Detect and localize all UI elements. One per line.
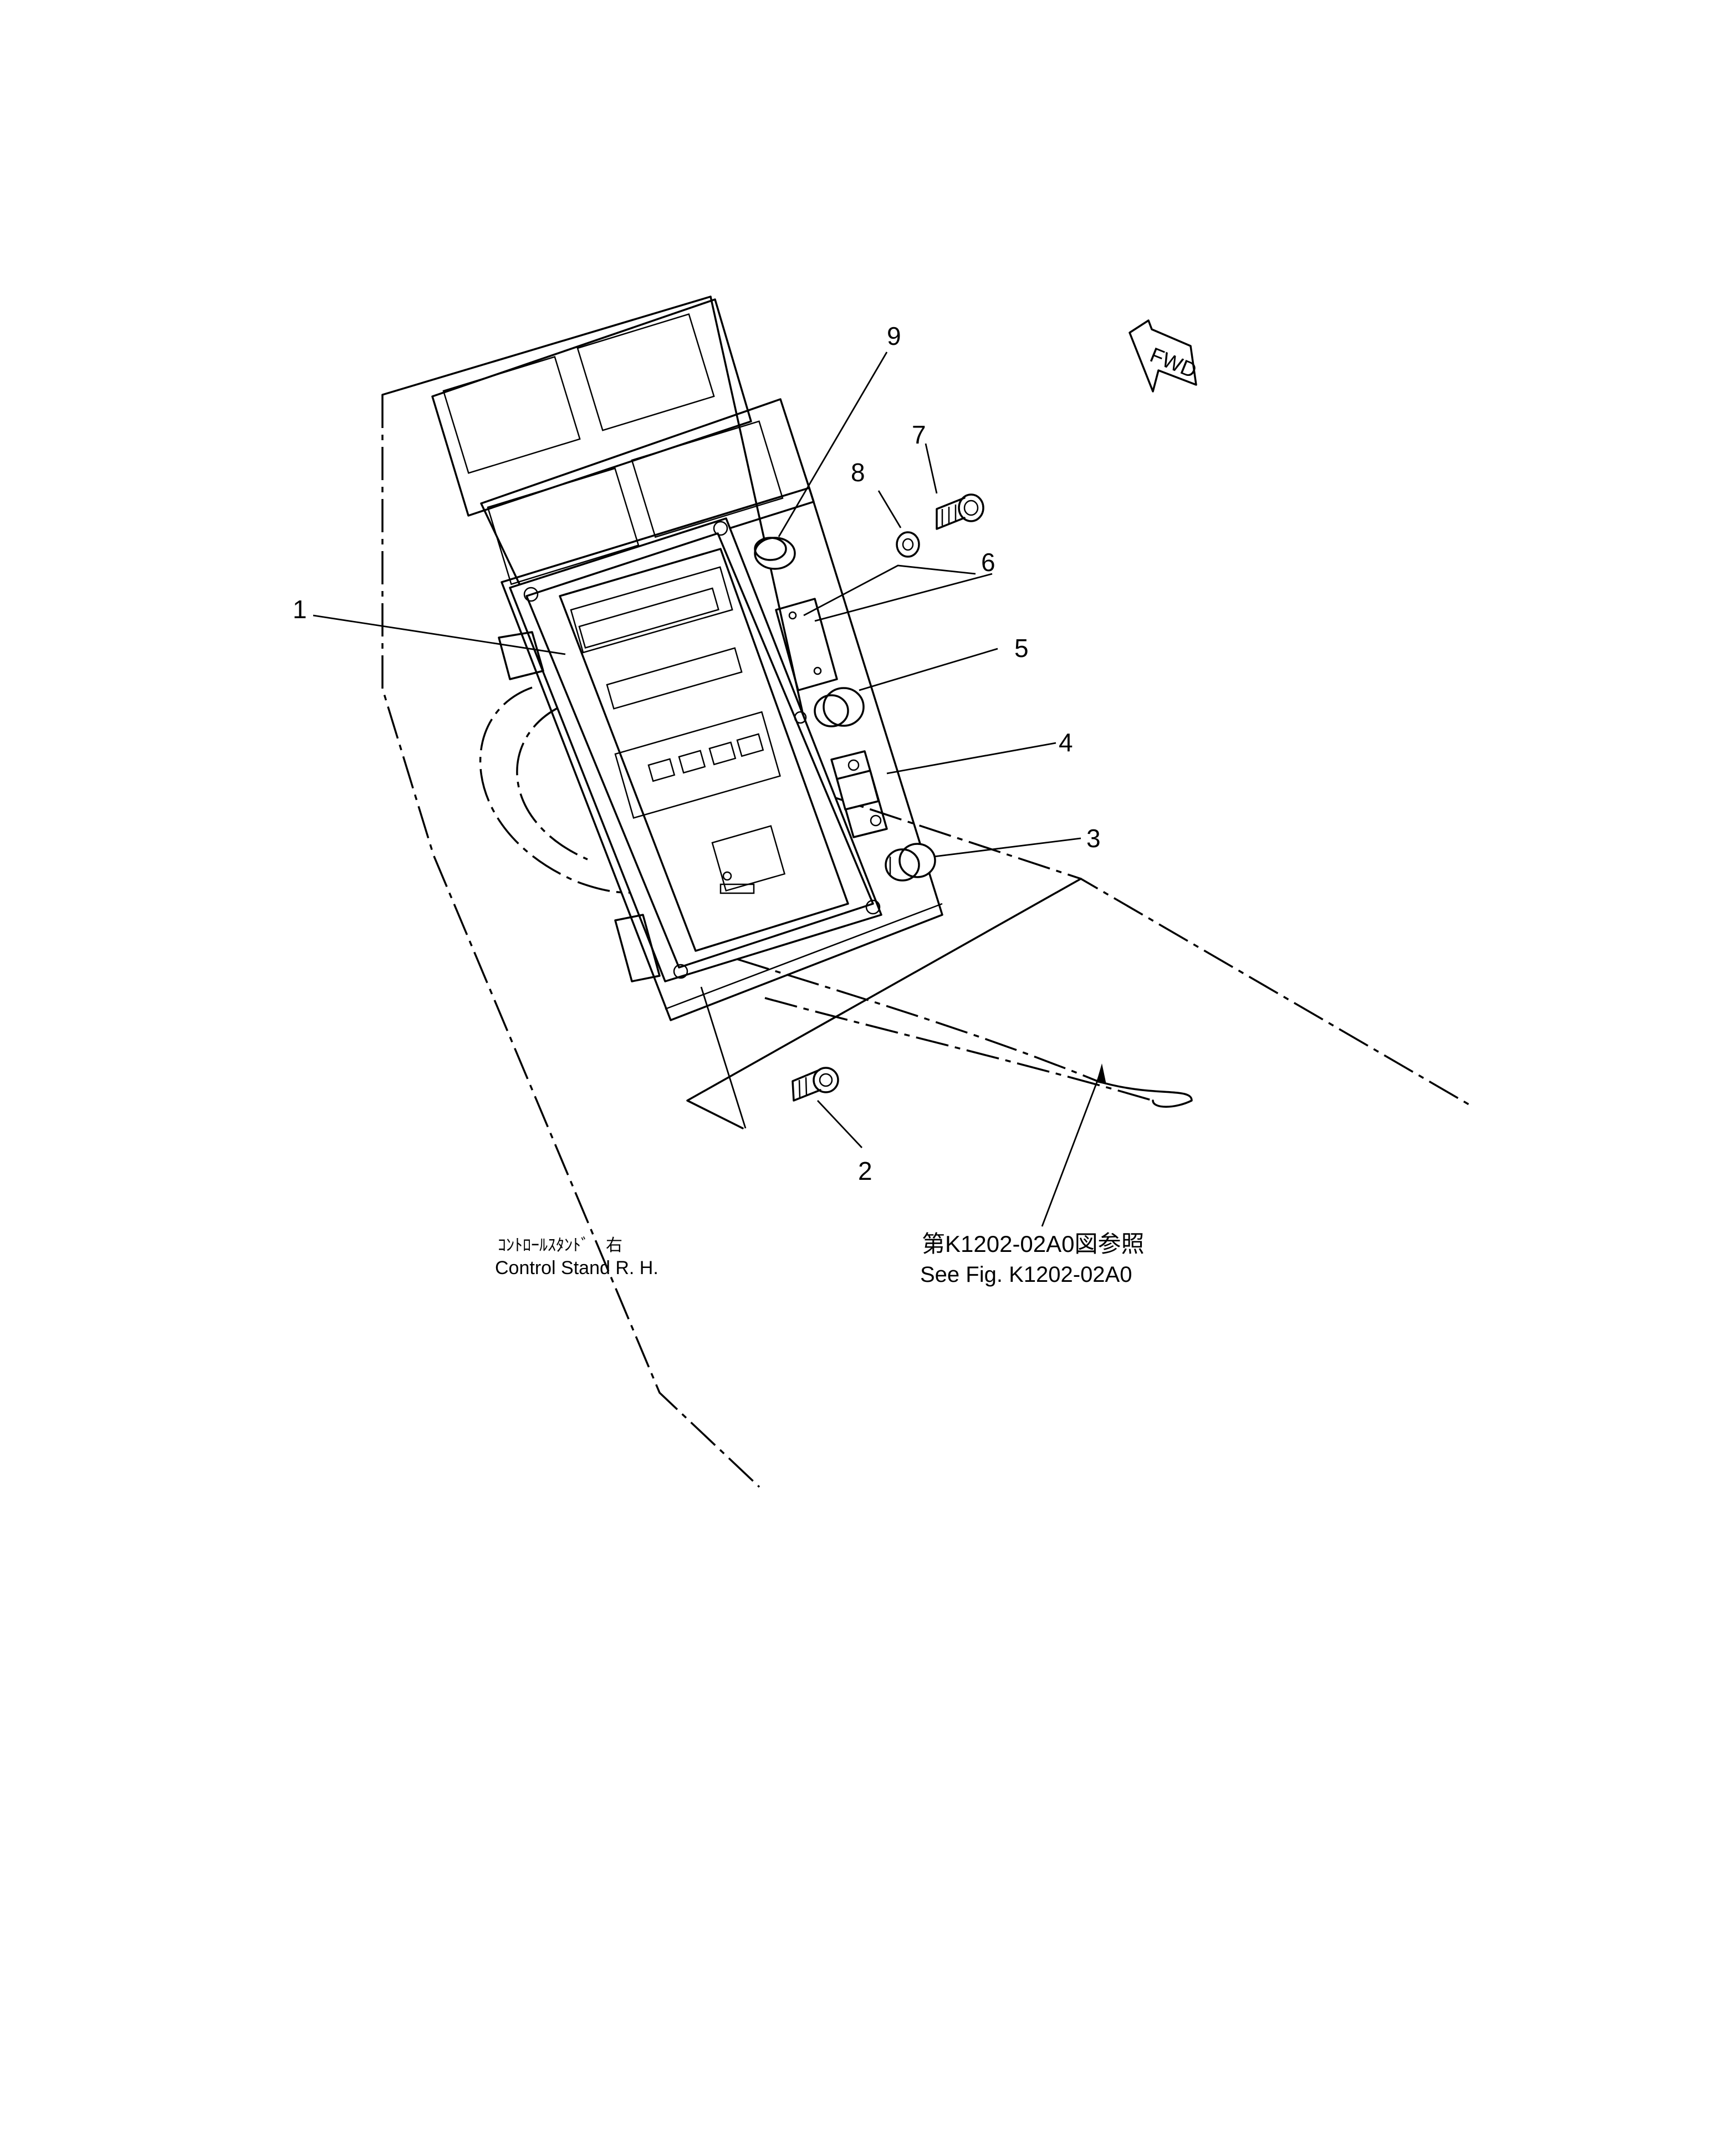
washer-item-8 <box>896 531 920 558</box>
push-button-item-9 <box>754 537 796 570</box>
switch-item-4 <box>830 750 888 838</box>
control-stand-label-en: Control Stand R. H. <box>495 1257 658 1279</box>
callout-1: 1 <box>293 595 307 624</box>
callout-9: 9 <box>887 322 901 350</box>
reference-label-en: See Fig. K1202-02A0 <box>920 1262 1132 1287</box>
wire-harness <box>737 958 1193 1108</box>
upper-windows <box>431 298 815 594</box>
screw-item-7 <box>936 493 984 530</box>
callout-8: 8 <box>851 458 865 487</box>
monitor-panel <box>498 517 882 982</box>
callout-5: 5 <box>1014 634 1029 663</box>
knob-item-3 <box>885 843 936 882</box>
fwd-arrow-icon: FWD <box>1129 319 1200 393</box>
leader-lines <box>313 352 1106 1227</box>
plate-item-6 <box>775 598 838 691</box>
mounting-plate <box>501 487 943 1021</box>
control-stand-label-jp: ｺﾝﾄﾛｰﾙｽﾀﾝﾄﾞ 右 <box>498 1236 622 1255</box>
callout-4: 4 <box>1059 728 1073 757</box>
knob-item-5 <box>794 687 865 727</box>
callout-7: 7 <box>912 420 926 449</box>
callout-3: 3 <box>1086 824 1101 853</box>
callout-2: 2 <box>858 1157 872 1185</box>
reference-label-jp: 第K1202-02A0図参照 <box>922 1231 1145 1257</box>
control-stand-outline <box>381 296 1469 1488</box>
bolt-item-2 <box>792 1067 839 1102</box>
callout-6: 6 <box>981 548 995 577</box>
callout-numbers: 1 2 3 4 5 6 7 8 9 <box>293 322 1101 1185</box>
